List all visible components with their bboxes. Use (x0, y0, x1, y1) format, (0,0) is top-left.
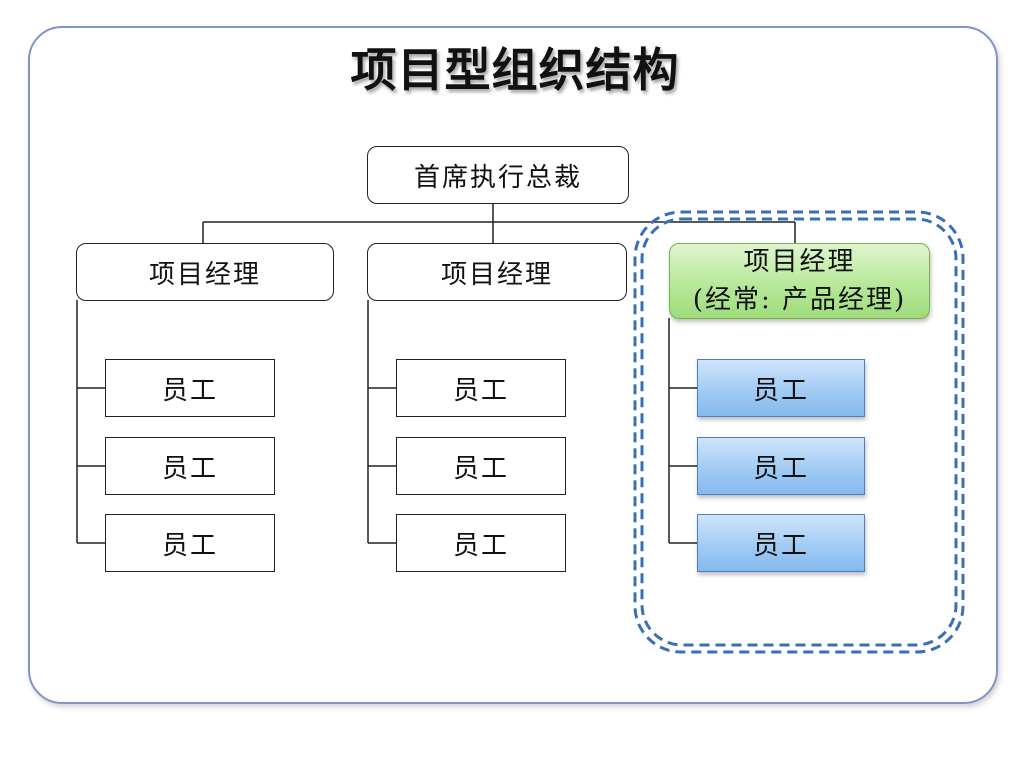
project-manager-box-1: 项目经理 (76, 243, 334, 301)
staff-box-3-1: 员工 (697, 359, 865, 417)
staff-box-2-2: 员工 (396, 437, 566, 495)
manager-3-note: (经常: 产品经理) (692, 285, 907, 315)
ceo-box: 首席执行总裁 (367, 146, 629, 204)
manager-3-title: 项目经理 (743, 247, 856, 277)
staff-box-3-3: 员工 (697, 514, 865, 572)
project-manager-box-3: 项目经理 (经常: 产品经理) (669, 243, 930, 319)
staff-box-2-3: 员工 (396, 514, 566, 572)
staff-box-2-1: 员工 (396, 359, 566, 417)
staff-box-1-3: 员工 (105, 514, 275, 572)
highlight-region (633, 210, 965, 654)
staff-box-3-2: 员工 (697, 437, 865, 495)
slide-title: 项目型组织结构 (350, 43, 680, 97)
staff-box-1-2: 员工 (105, 437, 275, 495)
project-manager-box-2: 项目经理 (367, 243, 627, 301)
staff-box-1-1: 员工 (105, 359, 275, 417)
